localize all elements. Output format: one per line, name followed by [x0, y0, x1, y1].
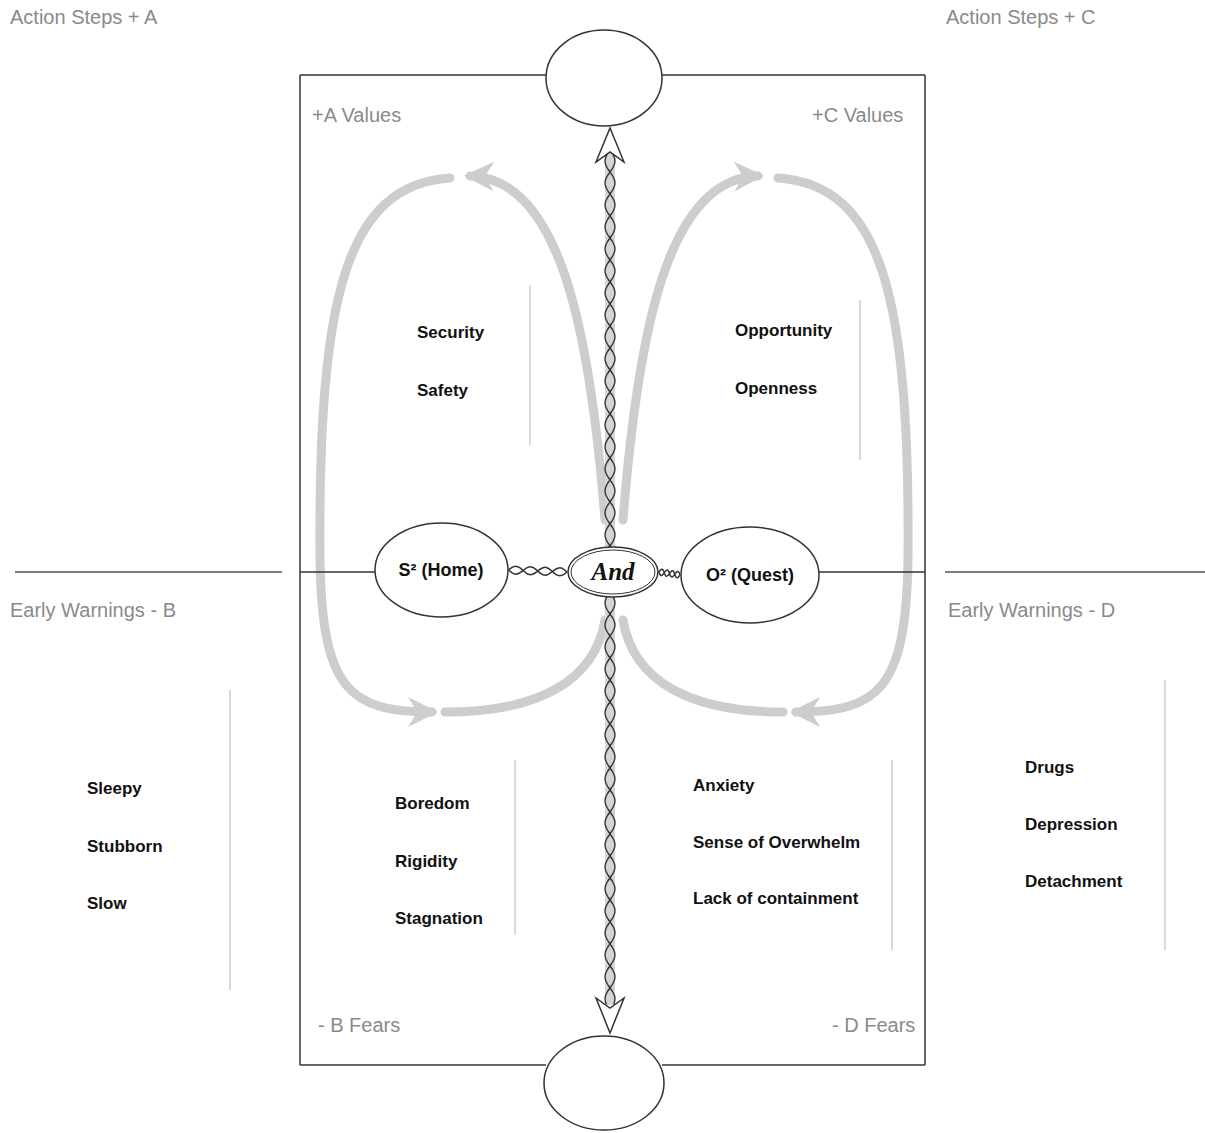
divider-line: [300, 571, 376, 573]
loop-arrow: [623, 176, 758, 520]
oval-shape: [568, 547, 658, 597]
frame-line: [661, 74, 925, 76]
rope-connector: [509, 566, 568, 575]
warning-item: Drugs: [1025, 758, 1074, 778]
early-warnings-heading: Early Warnings - B: [10, 599, 176, 622]
frame-line: [662, 1064, 925, 1066]
empty-ellipse: [544, 1036, 664, 1130]
oval-shape: [571, 550, 655, 594]
rope-strand: [605, 150, 615, 552]
pole-oval: S² (Home): [374, 522, 509, 618]
loop-arrow: [445, 620, 605, 712]
separator-line: [860, 300, 861, 460]
fears-heading: - D Fears: [832, 1014, 915, 1037]
node-text: O² (Quest): [706, 565, 794, 586]
value-item: Safety: [417, 381, 468, 401]
frame-line: [299, 75, 301, 1065]
separator-line: [515, 760, 516, 935]
values-heading: +C Values: [812, 104, 903, 127]
warning-item: Sleepy: [87, 779, 142, 799]
divider-line: [819, 571, 925, 573]
fears-heading: - B Fears: [318, 1014, 400, 1037]
fear-item: Sense of Overwhelm: [693, 833, 860, 853]
loop-arrow: [623, 620, 783, 712]
early-warnings-heading: Early Warnings - D: [948, 599, 1115, 622]
warning-item: Depression: [1025, 815, 1118, 835]
values-heading: +A Values: [312, 104, 401, 127]
separator-line: [1165, 680, 1166, 950]
divider-line: [15, 571, 282, 573]
value-item: Opportunity: [735, 321, 832, 341]
frame-line: [300, 74, 547, 76]
rope-strand: [605, 592, 615, 1004]
action-steps-heading: Action Steps + A: [10, 6, 157, 29]
divider-line: [945, 571, 1205, 573]
separator-line: [230, 690, 231, 990]
rope-strand: [605, 150, 615, 552]
and-oval: And: [567, 546, 659, 598]
warning-item: Stubborn: [87, 837, 163, 857]
action-steps-heading: Action Steps + C: [946, 6, 1096, 29]
rope-arrowhead: [596, 998, 624, 1033]
frame-line: [300, 1064, 546, 1066]
value-item: Openness: [735, 379, 817, 399]
oval-shape: [681, 527, 819, 623]
fear-item: Stagnation: [395, 909, 483, 929]
loop-arrow: [778, 178, 908, 712]
rope-connector: [659, 569, 680, 578]
loop-arrow: [470, 176, 605, 520]
warning-item: Detachment: [1025, 872, 1122, 892]
fear-item: Boredom: [395, 794, 470, 814]
fear-item: Rigidity: [395, 852, 457, 872]
empty-ellipse: [546, 30, 662, 126]
separator-line: [892, 760, 893, 950]
frame-line: [924, 75, 926, 1065]
fear-item: Anxiety: [693, 776, 754, 796]
rope-band: [605, 150, 615, 552]
warning-item: Slow: [87, 894, 127, 914]
loop-arrow: [320, 178, 450, 712]
rope-band: [605, 592, 615, 1005]
rope-arrowhead: [596, 128, 624, 162]
value-item: Security: [417, 323, 484, 343]
rope-strand: [605, 592, 615, 1004]
node-text: S² (Home): [399, 560, 484, 581]
pole-oval: O² (Quest): [680, 526, 820, 624]
oval-shape: [375, 523, 508, 617]
node-text: And: [591, 558, 634, 586]
separator-line: [530, 285, 531, 445]
fear-item: Lack of containment: [693, 889, 858, 909]
